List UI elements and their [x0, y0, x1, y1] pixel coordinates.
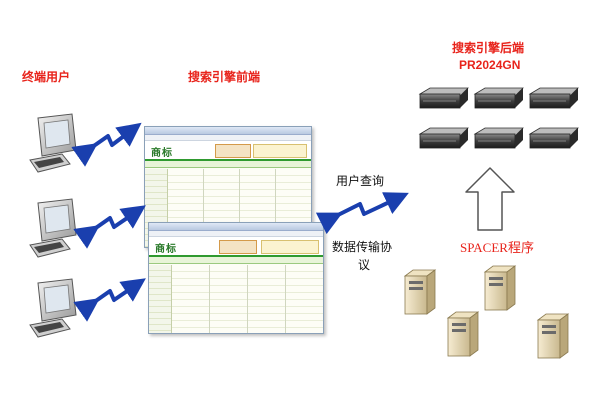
tower-server-icon — [403, 269, 437, 315]
backend-label: 搜索引擎后端 — [452, 41, 525, 55]
lightning-arrow-icon — [73, 278, 146, 322]
end-user-label: 终端用户 — [22, 70, 71, 84]
up-arrow-icon — [465, 167, 515, 231]
site-logo: 商标 — [151, 148, 173, 159]
lightning-arrow-icon — [71, 122, 142, 167]
frontend-label: 搜索引擎前端 — [188, 70, 261, 84]
lightning-arrow-icon — [315, 192, 409, 235]
tower-server-icon — [483, 265, 517, 311]
computer-icon — [29, 113, 77, 173]
site-logo: 商标 — [155, 244, 177, 255]
data-protocol-label-line2: 议 — [358, 258, 371, 272]
spacer-label: SPACER程序 — [460, 240, 534, 255]
frontend-screenshot-front: 商标 — [148, 222, 324, 334]
rack-server-icon — [473, 87, 524, 109]
user-query-label: 用户查询 — [336, 174, 385, 188]
backend-model-label: PR2024GN — [459, 58, 521, 72]
rack-server-icon — [473, 127, 524, 149]
rack-server-icon — [528, 127, 579, 149]
computer-icon — [29, 278, 77, 338]
lightning-arrow-icon — [73, 205, 146, 249]
computer-icon — [29, 198, 77, 258]
rack-server-icon — [418, 87, 469, 109]
data-protocol-label-line1: 数据传输协 — [332, 240, 393, 254]
tower-server-icon — [536, 313, 570, 359]
rack-server-icon — [528, 87, 579, 109]
rack-server-icon — [418, 127, 469, 149]
tower-server-icon — [446, 311, 480, 357]
